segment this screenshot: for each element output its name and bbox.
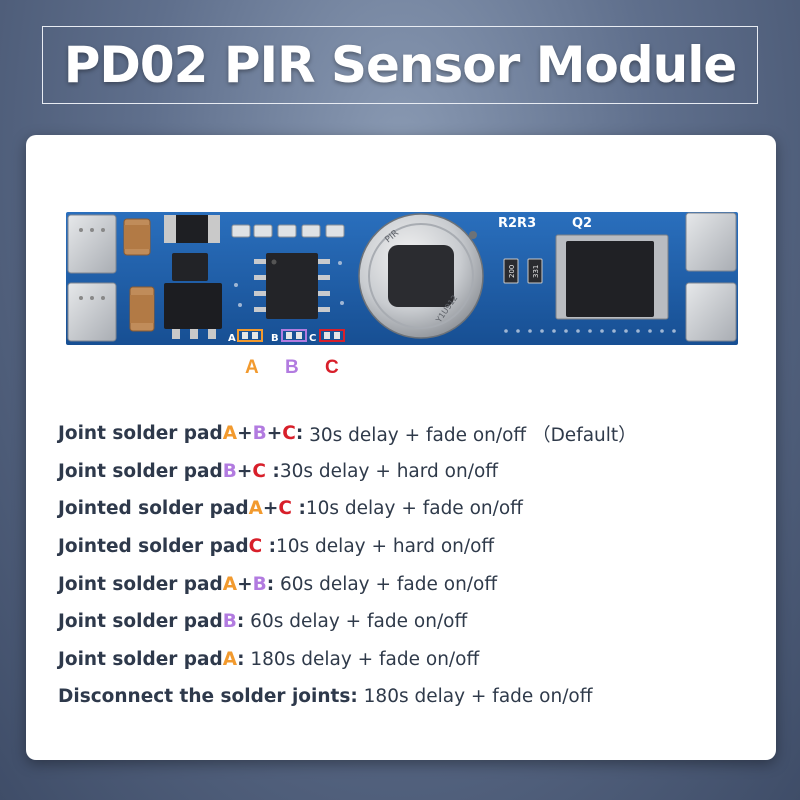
row-description: 180s delay + fade on/off bbox=[357, 686, 593, 708]
config-row: Jointed solder pad C :10s delay + hard o… bbox=[58, 528, 768, 566]
resistor-2-code: 331 bbox=[532, 265, 540, 278]
plus-sign: + bbox=[237, 573, 253, 595]
pad-letter-c: C bbox=[248, 536, 263, 558]
pir-sensor: PIR Y1U912 bbox=[358, 213, 484, 339]
row-description: 10s delay + fade on/off bbox=[305, 498, 523, 520]
row-label: Jointed solder pad bbox=[58, 498, 249, 520]
small-resistors: 200 331 bbox=[503, 258, 543, 284]
silk-a: A bbox=[228, 333, 236, 344]
row-label: Joint solder pad bbox=[58, 611, 223, 633]
row-description: 30s delay + hard on/off bbox=[279, 460, 499, 482]
row-description: 30s delay + fade on/off （Default） bbox=[303, 424, 637, 446]
mosfet-q2 bbox=[555, 234, 669, 320]
row-label: Joint solder pad bbox=[58, 460, 223, 482]
solder-jumper-pads: A B C bbox=[228, 329, 345, 344]
smd-resistors bbox=[231, 224, 345, 238]
row-separator: : bbox=[236, 611, 245, 633]
row-description: 60s delay + fade on/off bbox=[244, 611, 468, 633]
row-separator: : bbox=[292, 498, 306, 520]
pad-a-outline bbox=[237, 329, 263, 342]
pcb-board-photo: PIR Y1U912 R2R3 Q2 200 331 A B C bbox=[66, 212, 738, 345]
config-row: Joint solder pad A+B: 60s delay + fade o… bbox=[58, 565, 768, 603]
content-card: PIR Y1U912 R2R3 Q2 200 331 A B C bbox=[26, 135, 776, 760]
pad-label-a: A bbox=[245, 357, 259, 378]
row-label: Disconnect the solder joints bbox=[58, 686, 351, 708]
pad-letter-a: A bbox=[222, 648, 238, 670]
row-description: 60s delay + fade on/off bbox=[274, 573, 498, 595]
config-row: Joint solder pad A: 180s delay + fade on… bbox=[58, 641, 768, 679]
config-row: Joint solder pad B+C :30s delay + hard o… bbox=[58, 453, 768, 491]
row-separator: : bbox=[237, 648, 245, 670]
pad-letter-c: C bbox=[252, 460, 266, 482]
row-separator: : bbox=[350, 686, 358, 708]
row-label: Joint solder pad bbox=[58, 573, 223, 595]
title-frame: PD02 PIR Sensor Module bbox=[42, 26, 758, 104]
row-separator: : bbox=[295, 423, 304, 445]
row-label: Jointed solder pad bbox=[58, 536, 249, 558]
ic-sop8 bbox=[254, 253, 330, 319]
pad-letter-b: B bbox=[222, 611, 237, 633]
row-label: Joint solder pad bbox=[58, 648, 223, 670]
vias bbox=[234, 261, 676, 333]
plus-sign: + bbox=[236, 460, 253, 482]
capacitors bbox=[123, 218, 155, 332]
silkscreen-r2r3: R2R3 bbox=[498, 216, 536, 231]
page-title: PD02 PIR Sensor Module bbox=[63, 36, 738, 94]
plus-sign: + bbox=[262, 498, 279, 520]
row-separator: : bbox=[265, 460, 280, 482]
plus-sign: + bbox=[266, 423, 283, 445]
pad-letter-c: C bbox=[282, 423, 296, 445]
plus-sign: + bbox=[237, 423, 253, 445]
resistor-1-code: 200 bbox=[508, 265, 516, 278]
silk-c: C bbox=[309, 333, 316, 344]
pad-letter-a: A bbox=[222, 573, 238, 595]
pad-label-b: B bbox=[285, 357, 299, 378]
pad-letter-a: A bbox=[222, 423, 238, 445]
pad-letter-a: A bbox=[248, 498, 263, 520]
right-terminal-pads bbox=[685, 212, 737, 342]
pad-letter-b: B bbox=[222, 460, 237, 482]
pad-b-outline bbox=[281, 329, 307, 342]
pad-letter-c: C bbox=[278, 498, 292, 520]
row-description: 180s delay + fade on/off bbox=[244, 648, 480, 670]
config-list: Joint solder pad A+B+C: 30s delay + fade… bbox=[58, 415, 768, 716]
left-terminal-pads bbox=[67, 214, 117, 342]
pad-letter-b: B bbox=[252, 573, 267, 595]
pad-label-c: C bbox=[325, 357, 339, 378]
config-row: Jointed solder pad A+C :10s delay + fade… bbox=[58, 490, 768, 528]
row-separator: : bbox=[262, 536, 276, 558]
silk-b: B bbox=[271, 333, 279, 344]
config-row: Joint solder pad B: 60s delay + fade on/… bbox=[58, 603, 768, 641]
row-separator: : bbox=[266, 573, 275, 595]
config-row: Joint solder pad A+B+C: 30s delay + fade… bbox=[58, 415, 768, 453]
config-row: Disconnect the solder joints: 180s delay… bbox=[58, 678, 768, 716]
pad-c-outline bbox=[319, 329, 345, 342]
row-description: 10s delay + hard on/off bbox=[276, 536, 495, 558]
row-label: Joint solder pad bbox=[58, 423, 223, 445]
silkscreen-q2: Q2 bbox=[572, 216, 592, 231]
chips bbox=[164, 215, 222, 339]
pad-letter-b: B bbox=[252, 423, 267, 445]
